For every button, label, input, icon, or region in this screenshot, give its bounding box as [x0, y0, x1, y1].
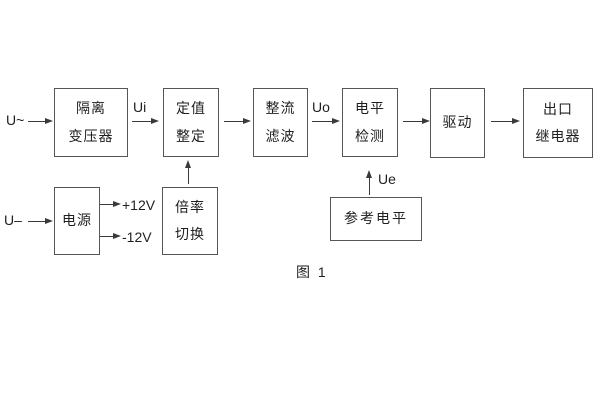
block-power-supply: 电源	[54, 187, 100, 255]
block-label: 定值	[176, 100, 206, 117]
block-label: 出口	[543, 100, 573, 117]
block-label: 变压器	[68, 127, 114, 144]
arrow-driver-to-relay-icon	[491, 117, 520, 126]
signal-ue-label: Ue	[378, 171, 396, 187]
block-reference-level: 参考电平	[330, 197, 422, 241]
block-label: 参考电平	[344, 210, 408, 227]
block-isolation-transformer: 隔离 变压器	[54, 88, 128, 157]
ac-input-label: U~	[6, 112, 25, 128]
arrow-power-neg12v-icon	[100, 232, 121, 241]
block-level-detector: 电平 检测	[342, 88, 398, 157]
block-label: 驱动	[442, 114, 473, 131]
figure-caption: 图 1	[296, 264, 328, 280]
block-label: 检测	[355, 127, 385, 144]
arrow-reference-to-detector-icon	[365, 169, 374, 195]
rail-neg12v-label: -12V	[122, 229, 152, 245]
rail-pos12v-label: +12V	[122, 197, 156, 213]
block-driver: 驱动	[430, 88, 485, 158]
arrow-transformer-to-setpoint-icon	[132, 117, 159, 126]
block-label: 电源	[62, 212, 92, 229]
arrow-ratio-to-setpoint-icon	[184, 159, 193, 184]
arrow-dc-to-power-icon	[28, 217, 53, 226]
arrow-power-pos12v-icon	[100, 200, 121, 209]
block-label: 整定	[176, 127, 206, 144]
block-label: 切换	[175, 226, 205, 242]
arrow-setpoint-to-rectifier-icon	[224, 117, 251, 126]
block-label: 滤波	[265, 127, 296, 144]
dc-input-label: U–	[4, 212, 22, 228]
arrow-detector-to-driver-icon	[403, 117, 430, 126]
arrow-rectifier-to-detector-icon	[312, 117, 340, 126]
block-label: 电平	[355, 100, 385, 117]
block-ratio-switch: 倍率 切换	[162, 187, 218, 255]
block-label: 隔离	[76, 100, 106, 117]
block-label: 整流	[265, 100, 296, 117]
block-label: 倍率	[175, 198, 205, 215]
block-setpoint-adjust: 定值 整定	[163, 88, 219, 157]
block-label: 继电器	[535, 128, 581, 144]
signal-ui-label: Ui	[133, 99, 147, 115]
arrow-ac-to-transformer-icon	[28, 117, 53, 126]
block-rectifier-filter: 整流 滤波	[253, 88, 308, 157]
block-output-relay: 出口 继电器	[523, 88, 593, 158]
signal-uo-label: Uo	[312, 99, 330, 115]
